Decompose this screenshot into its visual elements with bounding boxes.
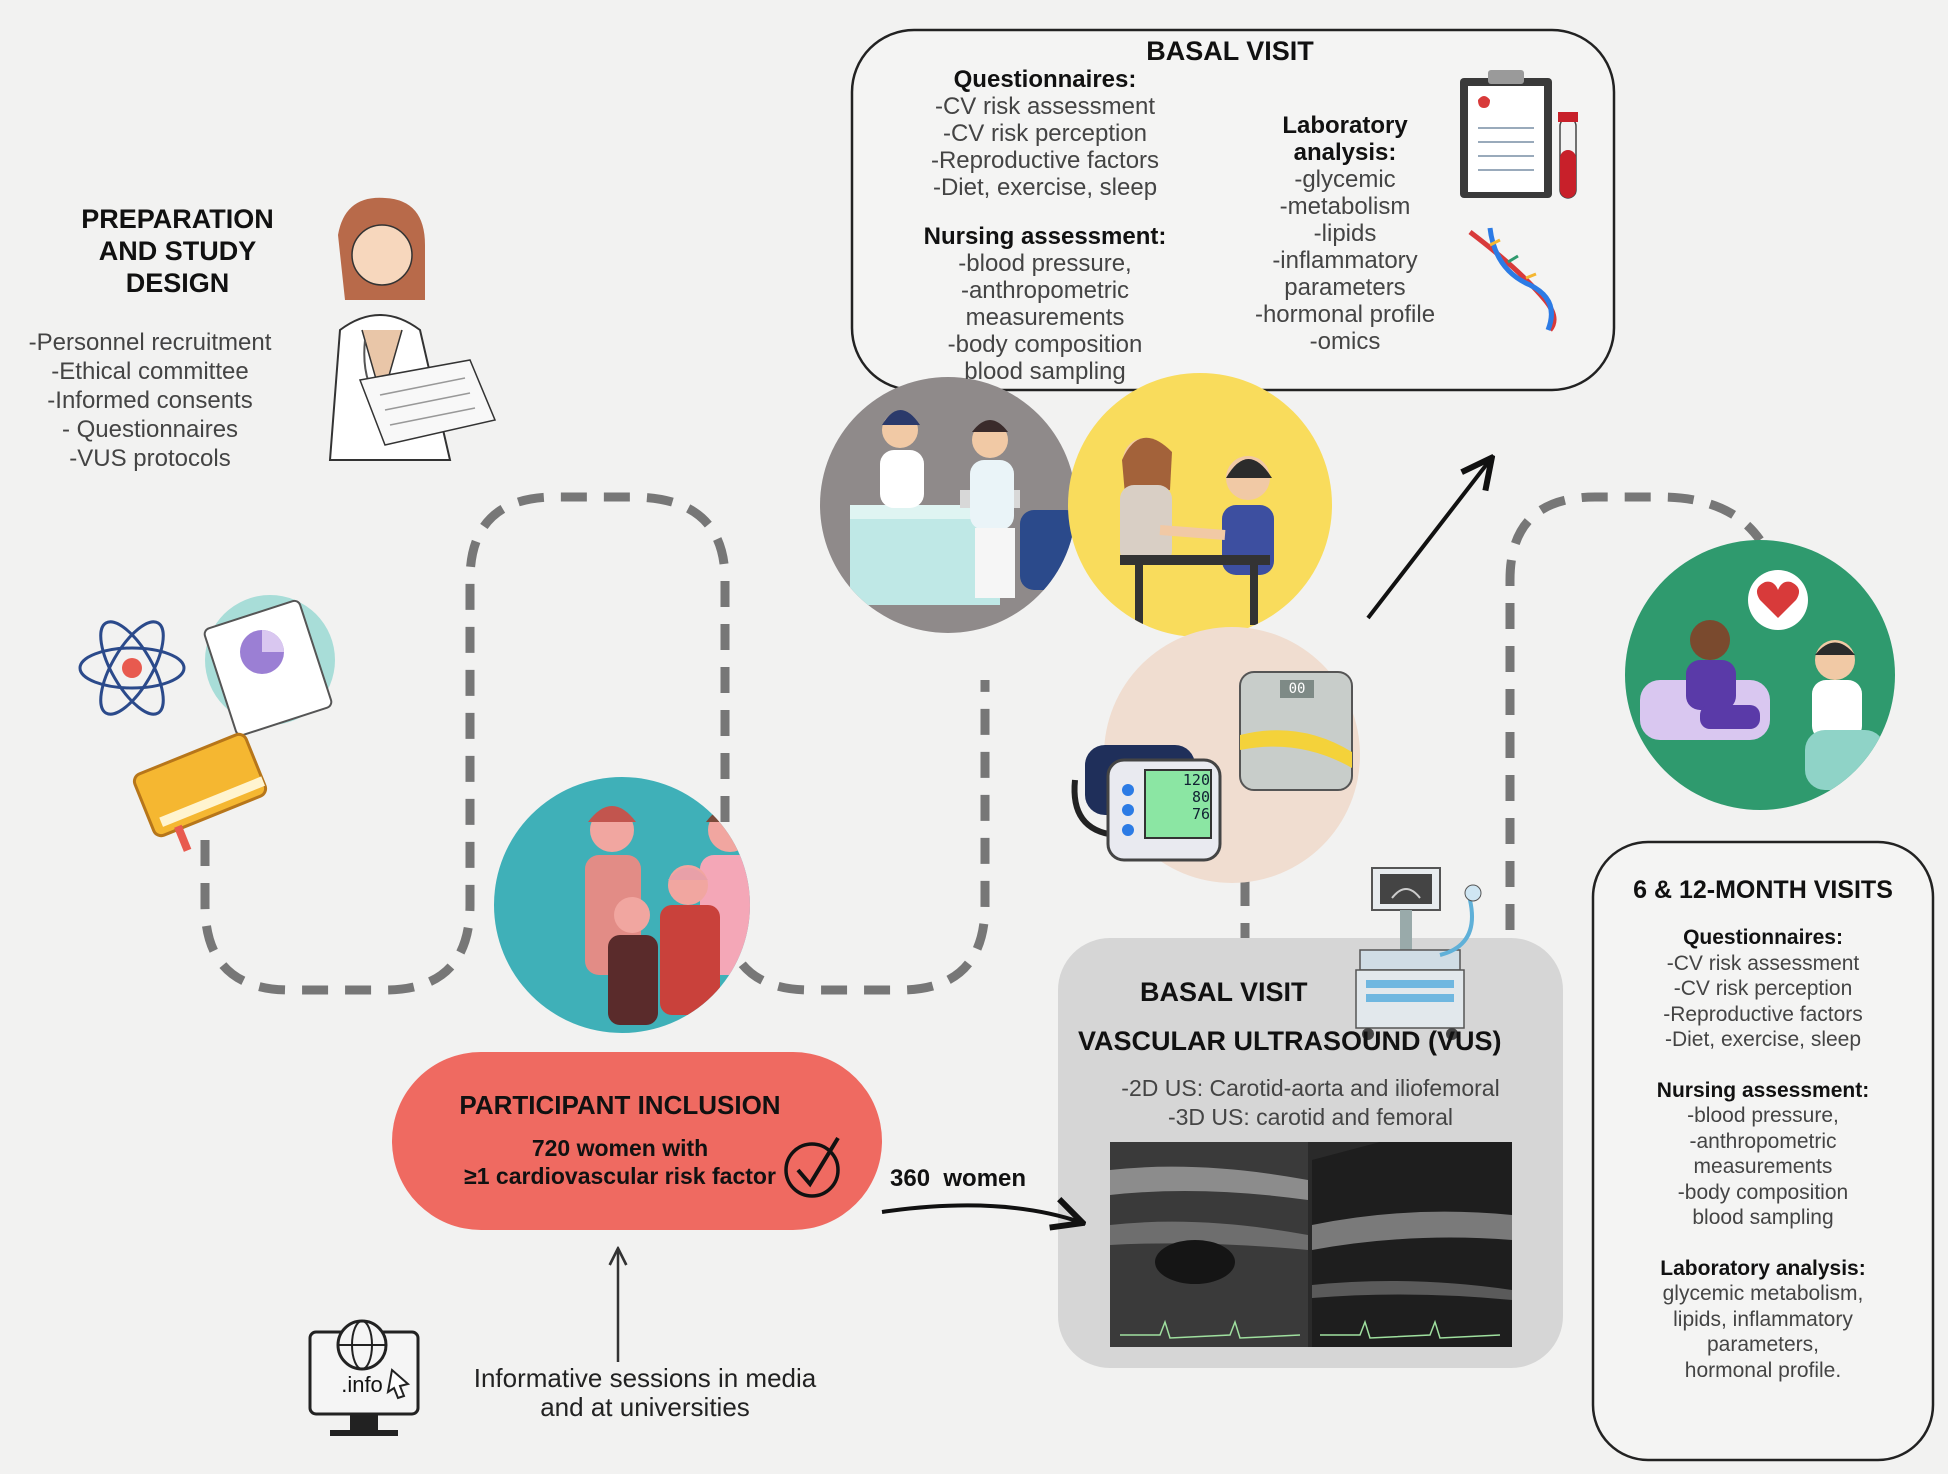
informative-line: and at universities: [540, 1392, 750, 1422]
list-item: -hormonal profile: [1254, 301, 1436, 328]
inclusion-line: ≥1 cardiovascular risk factor: [464, 1163, 776, 1189]
informative-text: Informative sessions in media and at uni…: [430, 1364, 860, 1422]
globe-monitor-icon: [308, 1319, 420, 1436]
vus-description: -2D US: Carotid-aorta and iliofemoral -3…: [1058, 1074, 1563, 1132]
section-heading: Nursing assessment:: [1656, 1078, 1870, 1102]
list-item: -body composition: [947, 331, 1143, 358]
list-item: -body composition: [1677, 1180, 1849, 1204]
informative-line: Informative sessions in media: [473, 1363, 817, 1393]
list-item: blood sampling: [964, 358, 1126, 385]
blood-pressure-monitor-icon: [1071, 745, 1222, 862]
inclusion-line: 720 women with: [531, 1135, 709, 1161]
bp-readout: 120 80 76: [1150, 772, 1210, 823]
preparation-title: PREPARATION AND STUDY DESIGN: [40, 203, 315, 299]
vus-line: -2D US: Carotid-aorta and iliofemoral: [1121, 1075, 1500, 1101]
list-item: blood sampling: [1692, 1206, 1834, 1229]
vus-title-1: BASAL VISIT: [1140, 977, 1308, 1007]
list-item: - Questionnaires: [61, 416, 239, 443]
list-item: parameters: [1284, 274, 1406, 301]
arrow-to-vus: [881, 1205, 1080, 1222]
bp-systolic: 120: [1182, 771, 1210, 789]
list-item: -blood pressure,: [1687, 1104, 1839, 1127]
vus-line: -3D US: carotid and femoral: [1167, 1104, 1454, 1130]
vus-title-2: VASCULAR ULTRASOUND (VUS): [1078, 1026, 1502, 1056]
scale-icon: [1239, 671, 1353, 791]
list-item: -Personnel recruitment: [28, 329, 272, 356]
ultrasound-image: [1110, 1142, 1512, 1347]
list-item: -blood pressure,: [958, 250, 1132, 277]
heart-consultation-illustration: [1625, 540, 1895, 810]
preparation-title-line: DESIGN: [125, 268, 230, 298]
section-heading: Laboratory: [1282, 112, 1408, 139]
scale-readout: 00: [1288, 681, 1306, 697]
blood-tube-icon: [1558, 112, 1578, 199]
list-item: -omics: [1309, 328, 1381, 355]
consultation-illustration: [820, 377, 1076, 633]
section-heading: analysis:: [1293, 139, 1397, 166]
list-item: -glycemic: [1294, 166, 1396, 193]
basal-questionnaires: Questionnaires: -CV risk assessment -CV …: [895, 66, 1195, 385]
spacer: [1593, 1053, 1933, 1078]
arrow-to-basal: [1366, 460, 1490, 620]
list-item: -CV risk assessment: [934, 93, 1156, 120]
list-item: measurements: [965, 304, 1125, 331]
doctor-illustration: [328, 197, 497, 461]
followup-content: Questionnaires: -CV risk assessment -CV …: [1593, 925, 1933, 1383]
list-item: -Informed consents: [47, 387, 253, 414]
list-item: -anthropometric: [1689, 1129, 1837, 1153]
list-item: -metabolism: [1279, 193, 1411, 220]
list-item: lipids, inflammatory: [1673, 1307, 1853, 1331]
list-item: -Diet, exercise, sleep: [932, 174, 1158, 201]
atom-icon: [78, 620, 186, 716]
process-path: [200, 492, 990, 995]
section-heading: Laboratory analysis:: [1660, 1256, 1866, 1280]
ultrasound-machine-icon: [1355, 867, 1482, 1040]
list-item: -CV risk perception: [942, 120, 1148, 147]
arrow-label: 360 women: [890, 1165, 1027, 1192]
spacer: [895, 201, 1195, 223]
section-heading: Nursing assessment:: [923, 223, 1167, 250]
list-item: -inflammatory: [1272, 247, 1418, 274]
inclusion-title: PARTICIPANT INCLUSION: [459, 1090, 781, 1120]
clipboard-lab-icon: [1460, 70, 1552, 198]
list-item: -Reproductive factors: [930, 147, 1160, 174]
list-item: -Reproductive factors: [1663, 1002, 1863, 1026]
list-item: -lipids: [1313, 220, 1377, 247]
list-item: -Diet, exercise, sleep: [1664, 1028, 1862, 1051]
preparation-list: -Personnel recruitment -Ethical committe…: [0, 328, 300, 473]
women-group-illustration: [494, 777, 750, 1033]
preparation-title-line: PREPARATION: [81, 204, 274, 234]
dna-icon: [1468, 227, 1557, 332]
section-heading: Questionnaires:: [1683, 926, 1843, 949]
nurse-patient-illustration: [1068, 373, 1332, 637]
book-icon: [132, 732, 268, 852]
list-item: glycemic metabolism,: [1662, 1282, 1864, 1305]
followup-title: 6 & 12-MONTH VISITS: [1633, 876, 1893, 904]
list-item: parameters,: [1706, 1333, 1820, 1356]
list-item: -CV risk assessment: [1666, 951, 1860, 975]
info-screen-label: .info: [341, 1372, 383, 1397]
bp-diastolic: 80: [1191, 788, 1210, 806]
list-item: measurements: [1693, 1155, 1833, 1178]
section-heading: Questionnaires:: [953, 66, 1137, 93]
check-circle-icon: [784, 1136, 840, 1198]
inclusion-pill: [392, 1052, 882, 1230]
basal-visit-title: BASAL VISIT: [1146, 36, 1314, 66]
spacer: [1593, 1231, 1933, 1256]
bp-pulse: 76: [1191, 805, 1210, 823]
list-item: -CV risk perception: [1673, 977, 1853, 1000]
basal-lab: Laboratory analysis: -glycemic -metaboli…: [1225, 112, 1465, 355]
list-item: hormonal profile.: [1684, 1358, 1842, 1382]
list-item: -VUS protocols: [69, 445, 231, 472]
clipboard-chart-icon: [203, 595, 335, 737]
list-item: -Ethical committee: [51, 358, 249, 385]
followup-box: [1591, 840, 1935, 1462]
preparation-title-line: AND STUDY: [98, 236, 257, 266]
inclusion-text: 720 women with ≥1 cardiovascular risk fa…: [430, 1134, 810, 1190]
list-item: -anthropometric: [960, 277, 1130, 304]
